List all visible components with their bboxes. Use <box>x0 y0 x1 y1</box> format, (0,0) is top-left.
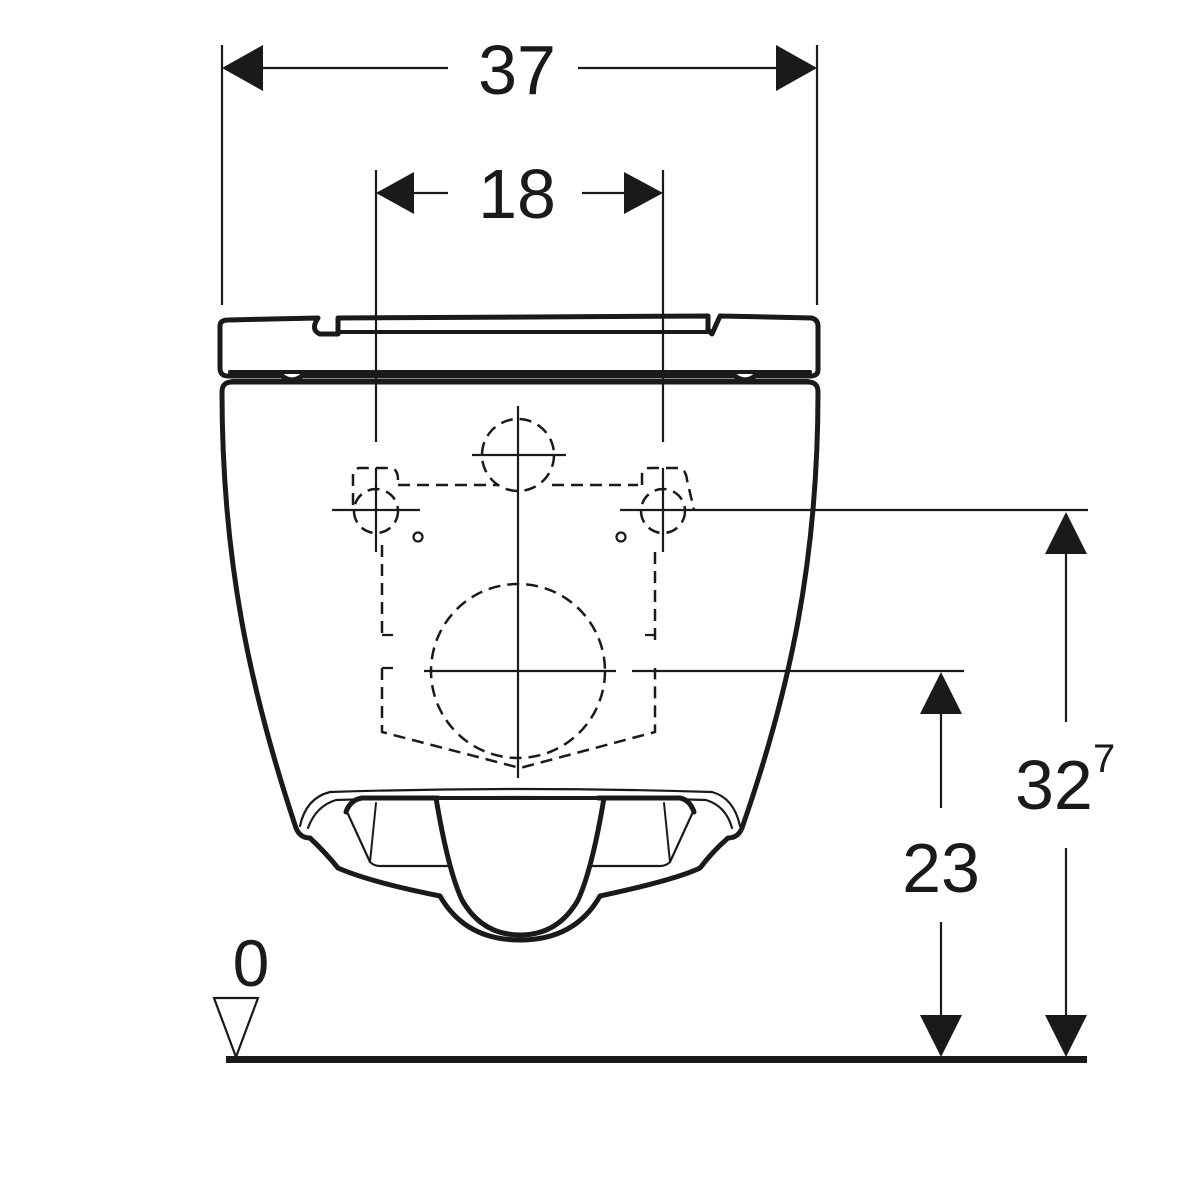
arrow-right-icon <box>776 45 817 91</box>
dimension-label-superscript: 7 <box>1093 737 1115 781</box>
dimension-overall-width: 37 <box>220 31 819 305</box>
arrow-left-icon <box>376 172 414 214</box>
floor-reference: 0 <box>212 926 1087 1063</box>
arrow-up-icon <box>920 672 962 714</box>
dimension-label-18: 18 <box>478 155 556 233</box>
toilet-seat-lid <box>217 313 821 383</box>
dimension-label-37: 37 <box>478 31 556 109</box>
dimension-label-0: 0 <box>233 926 270 1000</box>
arrow-left-icon <box>222 45 263 91</box>
arrow-right-icon <box>624 172 663 214</box>
floor-line <box>226 1056 1087 1063</box>
arrow-up-icon <box>1045 512 1087 554</box>
arrow-down-icon <box>1045 1015 1087 1057</box>
centre-lines <box>332 406 1088 778</box>
dimension-fixing-centres: 18 <box>374 155 665 442</box>
fixing-hole-left <box>412 531 424 543</box>
arrow-down-icon <box>920 1015 962 1057</box>
level-marker-icon <box>212 996 260 1061</box>
dimension-label-32: 32 <box>1015 746 1093 824</box>
dimension-fixing-height: 32 7 <box>1015 512 1115 1057</box>
fixing-hole-right <box>615 531 627 543</box>
hidden-fixing-outline <box>351 417 696 770</box>
dimension-label-23: 23 <box>902 829 980 907</box>
dimension-outlet-height: 23 <box>902 672 980 1057</box>
toilet-bowl <box>219 379 821 943</box>
